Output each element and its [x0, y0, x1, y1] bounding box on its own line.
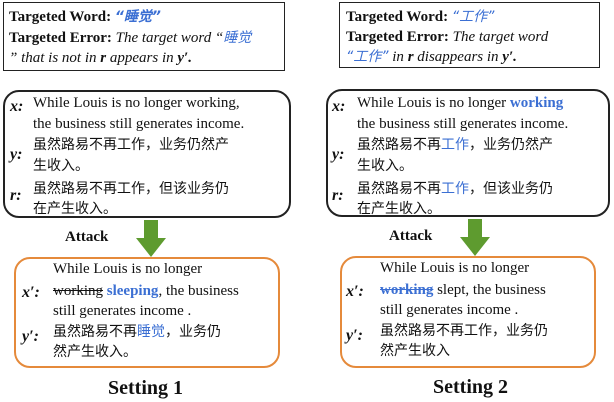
targeted-error-y: y′. [502, 49, 517, 65]
targeted-word-value: “睡觉” [114, 9, 161, 25]
setting2-source-box [326, 89, 610, 217]
yp-line: 虽然路易不再工作，业务仍 [380, 323, 548, 339]
targeted-error-text: disappears in [417, 49, 499, 65]
target-word: 工作 [441, 137, 469, 153]
r-line: 虽然路易不再工作，但该业务仍 [33, 181, 229, 197]
xp-label: x′: [22, 284, 40, 301]
struck-word: working [380, 282, 434, 298]
target-word: 工作 [441, 181, 469, 197]
targeted-error-text: appears in [109, 50, 174, 66]
xp-line: still generates income . [53, 303, 192, 319]
x-line: the business still generates income. [357, 116, 569, 132]
xp-line: While Louis is no longer [53, 261, 203, 277]
targeted-error-text: ” that is not in [9, 50, 97, 66]
setting1-label: Setting 1 [108, 377, 183, 399]
y-line: 虽然路易不再工作，业务仍然产 [33, 137, 229, 153]
setting1-target-box [3, 2, 285, 71]
xp-label: x′: [346, 283, 364, 300]
xp-line: While Louis is no longer [380, 260, 530, 276]
setting2-adversarial-box [340, 256, 596, 368]
targeted-error-text: in [392, 49, 404, 65]
setting1-targeted-error-line2: ” that is not in r appears in y′. [9, 49, 192, 67]
adversarial-word: sleeping [106, 283, 159, 299]
r-label: r: [10, 187, 22, 204]
x-text: While Louis is no longer [357, 95, 507, 111]
yp-text: 虽然路易不再 [53, 324, 137, 340]
r-line: 虽然路易不再工作，但该业务仍 [357, 180, 553, 198]
targeted-word-label: Targeted Word: [9, 9, 112, 25]
struck-word: working [53, 283, 103, 299]
attack-arrow-icon [460, 219, 490, 256]
x-line: While Louis is no longer working [357, 94, 563, 112]
r-text: ，但该业务仍 [469, 181, 553, 197]
yp-line: 虽然路易不再睡觉，业务仍 [53, 323, 221, 341]
targeted-error-word: 睡觉 [223, 30, 252, 46]
targeted-error-label: Targeted Error: [346, 29, 449, 45]
setting2-targeted-error-line1: Targeted Error: The target word [346, 28, 548, 46]
targeted-error-text: The target word “ [115, 30, 224, 46]
targeted-word-value: “工作” [451, 9, 495, 25]
r-line: 在产生收入。 [357, 201, 441, 217]
xp-line: still generates income . [380, 302, 519, 318]
yp-line: 然产生收入 [380, 343, 450, 359]
yp-line: 然产生收入。 [53, 344, 137, 360]
target-word: working [509, 95, 564, 111]
setting2-targeted-error-line2: “工作” in r disappears in y′. [346, 48, 517, 66]
x-line: the business still generates income. [33, 116, 245, 132]
x-label: x: [10, 98, 24, 115]
attack-label: Attack [389, 228, 433, 244]
adversarial-word: 睡觉 [137, 324, 165, 340]
setting1-targeted-error-line1: Targeted Error: The target word “睡觉 [9, 29, 251, 47]
setting1-adversarial-box [14, 257, 280, 368]
y-line: 生收入。 [33, 158, 89, 174]
targeted-error-r: r [407, 49, 414, 65]
r-label: r: [332, 187, 344, 204]
attack-label: Attack [65, 229, 109, 245]
targeted-word-label: Targeted Word: [346, 9, 449, 25]
setting2-label: Setting 2 [433, 376, 508, 398]
setting2-targeted-word: Targeted Word: “工作” [346, 8, 494, 26]
y-text: 虽然路易不再 [357, 137, 441, 153]
r-line: 在产生收入。 [33, 201, 117, 217]
targeted-error-label: Targeted Error: [9, 30, 112, 46]
setting1-targeted-word: Targeted Word: “睡觉” [9, 8, 161, 26]
yp-label: y′: [22, 328, 39, 345]
x-label: x: [332, 98, 346, 115]
setting2-target-box [339, 2, 600, 68]
xp-rest: slept, the business [437, 282, 546, 298]
attack-arrow-icon [136, 220, 166, 257]
xp-rest: , the business [158, 283, 239, 299]
targeted-error-text: The target word [452, 29, 549, 45]
y-text: ，业务仍然产 [469, 137, 553, 153]
y-label: y: [10, 146, 23, 163]
y-line: 生收入。 [357, 158, 413, 174]
xp-line: working slept, the business [380, 281, 546, 299]
y-line: 虽然路易不再工作，业务仍然产 [357, 136, 553, 154]
setting1-source-box [3, 90, 291, 218]
yp-label: y′: [346, 327, 363, 344]
targeted-error-r: r [100, 50, 107, 66]
xp-line: working sleeping, the business [53, 282, 239, 300]
targeted-error-word: “工作” [346, 49, 389, 65]
r-text: 虽然路易不再 [357, 181, 441, 197]
y-label: y: [332, 146, 345, 163]
targeted-error-y: y′. [177, 50, 193, 66]
yp-text: ，业务仍 [165, 324, 221, 340]
x-line: While Louis is no longer working, [33, 95, 240, 111]
